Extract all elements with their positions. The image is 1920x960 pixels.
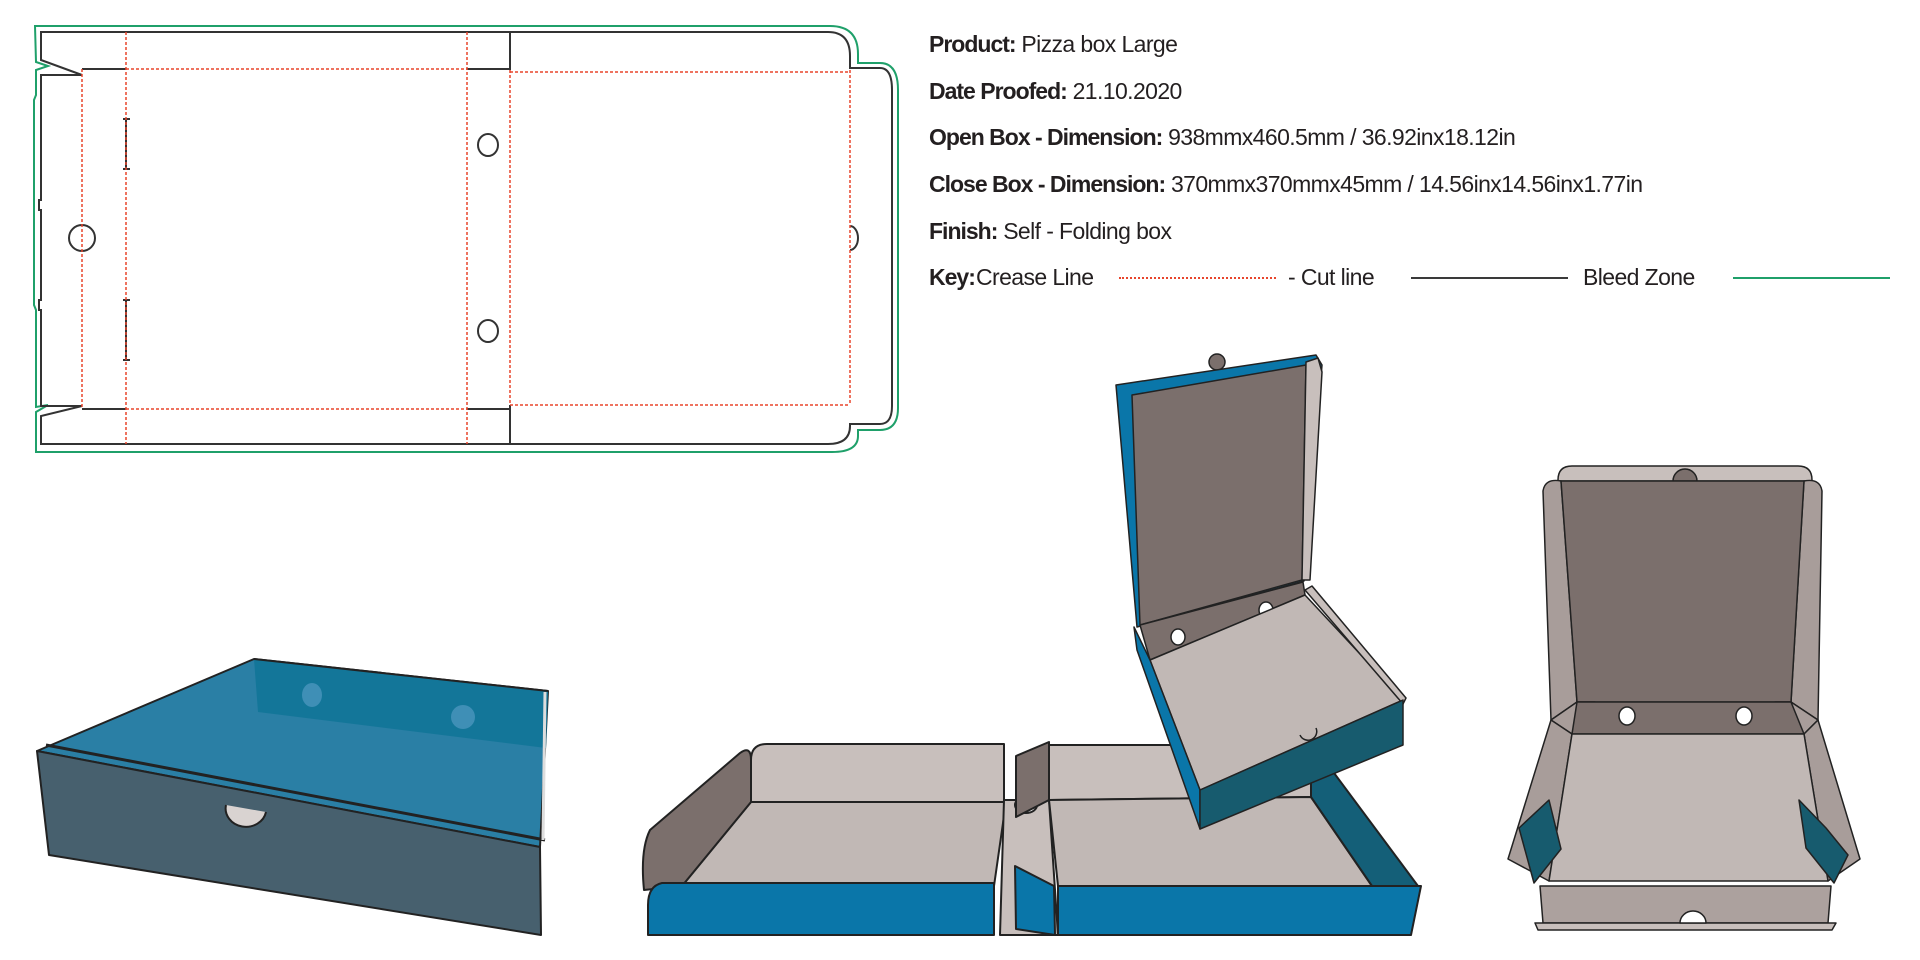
dieline-flat-layout: [33, 25, 899, 453]
thumb-notch: [224, 804, 267, 828]
spec-value: 938mmx460.5mm / 36.92inx18.12in: [1168, 124, 1516, 150]
open-box-front-view-illustration: [1507, 465, 1861, 931]
hole-bottom: [477, 319, 499, 343]
spec-label: Date Proofed:: [929, 78, 1068, 104]
cut-lines-internal: [68, 32, 859, 444]
spec-value: Self - Folding box: [1003, 218, 1172, 244]
closed-box-illustration: [36, 658, 549, 936]
spec-value: Pizza box Large: [1021, 31, 1178, 57]
unfolded-box-illustration: [641, 741, 1422, 936]
key-crease-label: Crease Line: [976, 264, 1094, 290]
key-label: Key:: [929, 264, 976, 290]
spec-label: Finish:: [929, 218, 998, 244]
thumb-hole-left: [68, 224, 96, 252]
box-interior-back-wall: [254, 659, 548, 748]
crease-lines: [81, 32, 851, 444]
cut-line-swatch: [1411, 277, 1568, 279]
cut-line-outline: [38, 31, 893, 445]
box-front-wall: [36, 750, 542, 936]
open-box-lid-up-illustration: [1115, 353, 1407, 830]
spec-close-box-dimension: Close Box - Dimension: 370mmx370mmx45mm …: [929, 170, 1643, 198]
hole-top: [477, 133, 499, 157]
key-cut-label: - Cut line: [1288, 264, 1375, 290]
spec-finish: Finish: Self - Folding box: [929, 217, 1172, 245]
crease-line-swatch: [1119, 277, 1276, 279]
bleed-zone-outline: [33, 25, 899, 453]
thumb-notch-right: [849, 225, 859, 251]
spec-open-box-dimension: Open Box - Dimension: 938mmx460.5mm / 36…: [929, 123, 1516, 151]
spec-label: Product:: [929, 31, 1017, 57]
spec-label: Close Box - Dimension:: [929, 171, 1166, 197]
spec-label: Open Box - Dimension:: [929, 124, 1163, 150]
spec-product: Product: Pizza box Large: [929, 30, 1178, 58]
bleed-zone-swatch: [1733, 277, 1890, 279]
spec-value: 370mmx370mmx45mm / 14.56inx14.56inx1.77i…: [1170, 171, 1643, 197]
key-bleed-label: Bleed Zone: [1583, 264, 1695, 290]
spec-date-proofed: Date Proofed: 21.10.2020: [929, 77, 1182, 105]
spec-value: 21.10.2020: [1072, 78, 1183, 104]
